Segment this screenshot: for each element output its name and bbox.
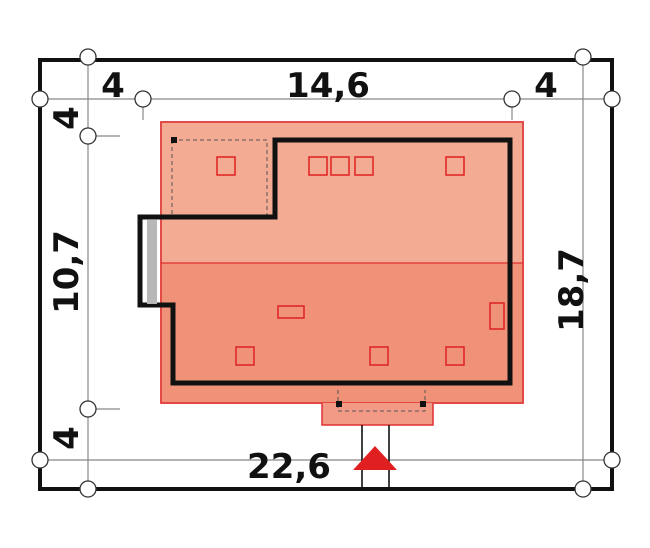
circle-node-icon — [31, 451, 49, 469]
chimney-icon — [308, 156, 328, 176]
driveway — [361, 425, 390, 489]
roof-window-icon — [489, 302, 505, 330]
entrance-canopy — [321, 403, 434, 426]
circle-node-icon — [79, 480, 97, 498]
roof-window-icon — [369, 346, 389, 366]
roof-elements — [216, 156, 505, 366]
dim-left-top: 4 — [47, 106, 87, 130]
roof-window-icon — [216, 156, 236, 176]
chimney-icon — [354, 156, 374, 176]
circle-node-icon — [574, 480, 592, 498]
dimension-nodes — [31, 48, 621, 498]
chimney-icon — [330, 156, 350, 176]
dim-bottom-total: 22,6 — [247, 447, 331, 487]
circle-node-icon — [79, 127, 97, 145]
roof-window-icon — [277, 305, 305, 319]
dim-top-width: 14,6 — [286, 66, 370, 106]
dim-left-depth: 10,7 — [47, 230, 87, 314]
entrance-triangle-icon — [353, 446, 397, 470]
circle-node-icon — [134, 90, 152, 108]
terrace-corner — [171, 137, 177, 143]
dim-left-bottom: 4 — [47, 426, 87, 450]
roof-back-slope — [161, 122, 523, 263]
dim-top-left: 4 — [101, 66, 125, 106]
circle-node-icon — [79, 48, 97, 66]
circle-node-icon — [603, 90, 621, 108]
roof-front-slope — [161, 263, 523, 403]
side-wall-segment — [147, 220, 157, 304]
roof-window-icon — [235, 346, 255, 366]
dim-top-right: 4 — [534, 66, 558, 106]
plot-boundary — [38, 58, 614, 491]
circle-node-icon — [574, 48, 592, 66]
roof-window-icon — [445, 346, 465, 366]
entrance-step-outline — [337, 390, 426, 412]
circle-node-icon — [31, 90, 49, 108]
circle-node-icon — [79, 400, 97, 418]
circle-node-icon — [603, 451, 621, 469]
building-walls — [137, 137, 513, 386]
entrance-corner-left — [336, 401, 342, 407]
dim-right-total: 18,7 — [552, 248, 592, 332]
circle-node-icon — [503, 90, 521, 108]
roof-window-icon — [445, 156, 465, 176]
entrance-corner-right — [420, 401, 426, 407]
